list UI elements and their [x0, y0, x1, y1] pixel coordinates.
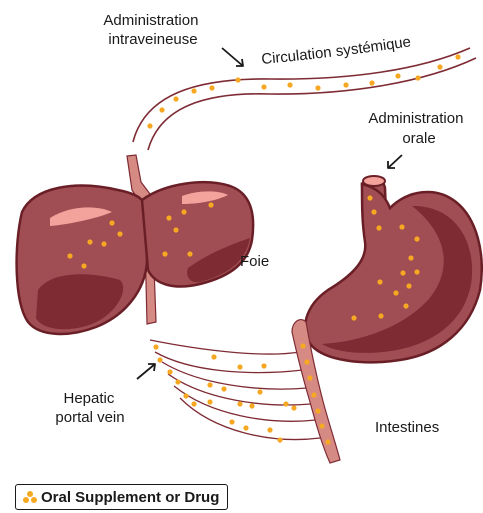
legend-label: Oral Supplement or Drug [41, 489, 219, 506]
arrow-iv [222, 48, 243, 66]
legend: Oral Supplement or Drug [15, 484, 228, 510]
oral-intake-opening [363, 176, 385, 186]
iv-admin-label: Administration intraveineuse [103, 12, 202, 48]
liver-label: Foie [240, 253, 269, 270]
intestines-label: Intestines [375, 419, 439, 436]
arrow-oral [388, 155, 402, 168]
liver [17, 155, 254, 334]
portal-vein-label: Hepatic portal vein [55, 390, 124, 426]
dots-cluster-icon [22, 490, 38, 504]
stomach [305, 176, 482, 362]
arrow-portal [137, 364, 155, 379]
portal-vessels [150, 340, 320, 439]
oral-admin-label: Administration orale [368, 110, 467, 147]
systemic-circulation-label: Circulation systémique [261, 33, 412, 68]
